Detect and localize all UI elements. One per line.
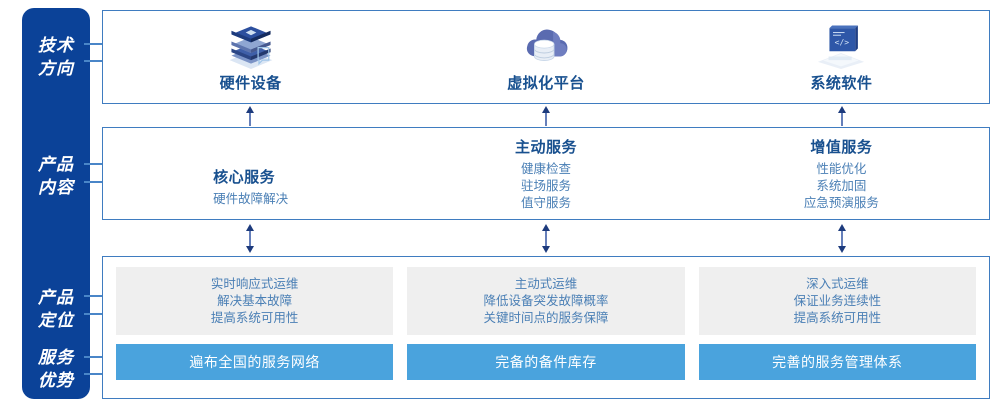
cloud-database-icon: [517, 21, 575, 69]
positioning-card-line: 提高系统可用性: [793, 310, 882, 325]
tech-direction-label: 硬件设备: [219, 75, 282, 92]
tech-direction-item-virtualization[interactable]: 虚拟化平台: [398, 11, 693, 103]
product-content-column-proactive[interactable]: 主动服务 健康检查 驻场服务 值守服务: [398, 128, 693, 219]
laptop-code-icon: </>: [812, 21, 870, 69]
product-content-item: 性能优化: [816, 161, 867, 176]
connector-line: [84, 181, 110, 183]
product-content-item: 硬件故障解决: [213, 191, 289, 206]
product-content-item: 值守服务: [520, 195, 571, 210]
sidebar-item-product-position[interactable]: 产品 定位: [22, 286, 90, 332]
positioning-card-line: 实时响应式运维: [210, 276, 299, 291]
product-content-title: 增值服务: [810, 138, 873, 156]
tech-direction-label: 系统软件: [810, 75, 873, 92]
positioning-card-line: 降低设备突发故障概率: [483, 293, 609, 308]
product-content-item: 驻场服务: [520, 178, 571, 193]
positioning-card-line: 解决基本故障: [217, 293, 293, 308]
positioning-card[interactable]: 深入式运维 保证业务连续性 提高系统可用性: [698, 267, 976, 335]
arrow-up-down-icon: [835, 224, 849, 258]
positioning-card-line: 主动式运维: [514, 276, 578, 291]
product-content-item: 系统加固: [816, 178, 867, 193]
positioning-card[interactable]: 实时响应式运维 解决基本故障 提高系统可用性: [116, 267, 394, 335]
arrow-up-icon: [243, 106, 257, 131]
connector-line: [84, 356, 110, 358]
connector-line: [84, 60, 110, 62]
product-content-title: 主动服务: [514, 138, 577, 156]
tech-direction-panel: 硬件设备 虚拟化平台: [102, 10, 990, 104]
service-advantage-label: 完备的备件库存: [495, 354, 597, 370]
arrow-up-down-icon: [539, 224, 553, 258]
service-advantage-bar[interactable]: 遍布全国的服务网络: [116, 344, 394, 380]
service-advantage-bar[interactable]: 完善的服务管理体系: [698, 344, 976, 380]
product-content-item: 应急预演服务: [803, 195, 879, 210]
sidebar-label-line2: 定位: [38, 311, 74, 330]
svg-text:</>: </>: [835, 38, 850, 47]
product-content-item: 健康检查: [520, 161, 571, 176]
service-advantage-label: 遍布全国的服务网络: [189, 354, 320, 370]
sidebar-item-tech-direction[interactable]: 技术 方向: [22, 34, 90, 80]
sidebar-label-line1: 服务: [38, 348, 74, 367]
positioning-card-line: 提高系统可用性: [210, 310, 299, 325]
product-positioning-panel: 实时响应式运维 解决基本故障 提高系统可用性 主动式运维 降低设备突发故障概率 …: [102, 256, 990, 399]
tech-direction-item-hardware[interactable]: 硬件设备: [103, 11, 398, 103]
arrow-up-icon: [539, 106, 553, 131]
connector-line: [84, 295, 110, 297]
tech-direction-label: 虚拟化平台: [507, 75, 585, 92]
sidebar-label-line2: 内容: [38, 178, 74, 197]
sidebar: 技术 方向 产品 内容 产品 定位 服务 优势: [22, 8, 90, 399]
product-content-column-value-added[interactable]: 增值服务 性能优化 系统加固 应急预演服务: [694, 128, 989, 219]
connector-line: [84, 43, 110, 45]
server-stack-icon: [222, 21, 280, 69]
positioning-card-line: 保证业务连续性: [793, 293, 882, 308]
positioning-card[interactable]: 主动式运维 降低设备突发故障概率 关键时间点的服务保障: [407, 267, 685, 335]
product-content-panel: 核心服务 硬件故障解决 主动服务 健康检查 驻场服务 值守服务 增值服务 性能优…: [102, 127, 990, 220]
connector-line: [84, 373, 110, 375]
positioning-card-row: 实时响应式运维 解决基本故障 提高系统可用性 主动式运维 降低设备突发故障概率 …: [116, 267, 976, 335]
connector-line: [84, 313, 110, 315]
product-content-title: 核心服务: [213, 168, 276, 186]
sidebar-label-line2: 优势: [38, 371, 74, 390]
connector-line: [84, 163, 110, 165]
sidebar-item-product-content[interactable]: 产品 内容: [22, 153, 90, 199]
sidebar-label-line1: 产品: [38, 155, 74, 174]
sidebar-label-line1: 技术: [38, 36, 74, 55]
service-advantage-label: 完善的服务管理体系: [772, 354, 903, 370]
service-advantage-row: 遍布全国的服务网络 完备的备件库存 完善的服务管理体系: [116, 344, 976, 380]
arrow-up-down-icon: [243, 224, 257, 258]
positioning-card-line: 关键时间点的服务保障: [483, 310, 609, 325]
sidebar-label-line2: 方向: [38, 59, 74, 78]
positioning-card-line: 深入式运维: [806, 276, 869, 291]
sidebar-item-service-advantage[interactable]: 服务 优势: [22, 346, 90, 392]
service-advantage-bar[interactable]: 完备的备件库存: [407, 344, 685, 380]
arrow-up-icon: [835, 106, 849, 131]
product-content-column-core[interactable]: 核心服务 硬件故障解决: [103, 128, 398, 219]
tech-direction-item-system-software[interactable]: </> 系统软件: [694, 11, 989, 103]
sidebar-label-line1: 产品: [38, 288, 74, 307]
